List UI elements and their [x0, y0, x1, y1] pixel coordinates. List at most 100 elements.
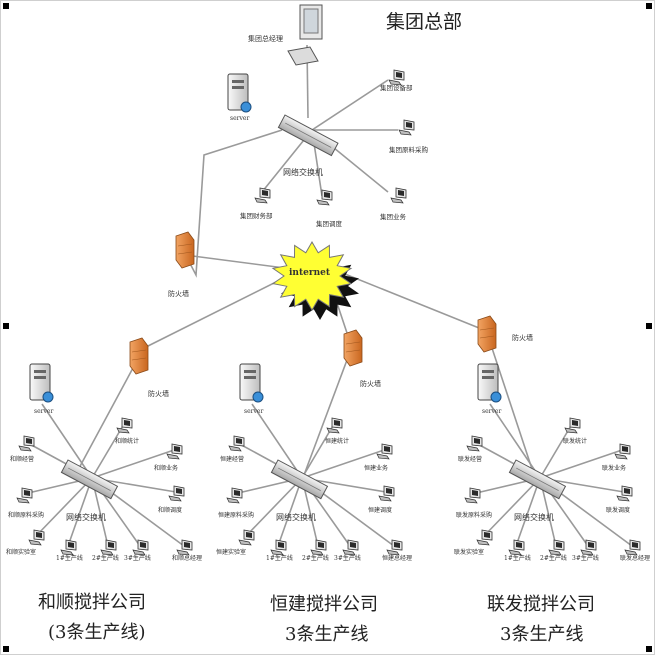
- switch-label: 网络交换机: [514, 512, 554, 522]
- firewall-label-hq: 防火墙: [168, 289, 189, 298]
- company-name-hengjian: 恒建搅拌公司: [270, 594, 378, 615]
- workstation-icon: [176, 539, 193, 556]
- client-label: 3#生产线: [124, 554, 151, 562]
- client-label: 和顺调度: [158, 506, 182, 514]
- resize-handle[interactable]: [646, 3, 652, 9]
- hq-switch-icon: [277, 114, 339, 157]
- client-label: 和顺实验室: [6, 548, 36, 556]
- client-label: 和顺统计: [115, 437, 139, 445]
- workstation-icon: [132, 539, 149, 556]
- hq-monitor-icon: [287, 4, 323, 66]
- workstation-icon: [466, 435, 483, 452]
- workstation-icon: [378, 485, 395, 502]
- client-label: 联发业务: [602, 464, 626, 472]
- company-lines-lianfa: 3条生产线: [500, 624, 583, 645]
- switch-label: 网络交换机: [276, 512, 316, 522]
- workstation-icon: [100, 539, 117, 556]
- client-label: 和顺业务: [154, 464, 178, 472]
- client-label: 联发总经理: [620, 554, 650, 562]
- client-label: 恒建经营: [220, 455, 244, 463]
- hq-title: 集团总部: [386, 11, 462, 33]
- client-label: 和顺总经理: [172, 554, 202, 562]
- workstation-icon: [166, 443, 183, 460]
- company-network: server网络交换机恒建统计恒建经营恒建业务恒建原料采购恒建调度恒建实验室1#…: [216, 363, 412, 562]
- workstation-icon: [270, 539, 287, 556]
- client-label: 联发统计: [563, 437, 587, 445]
- company-lines-heshun: (3条生产线): [48, 622, 146, 643]
- hq-client-label: 集团财务部: [240, 211, 273, 220]
- client-label: 3#生产线: [334, 554, 361, 562]
- client-label: 恒建原料采购: [218, 511, 254, 519]
- client-label: 2#生产线: [540, 554, 567, 562]
- firewall-icon: [477, 315, 497, 353]
- workstation-icon: [228, 435, 245, 452]
- workstation-icon: [342, 539, 359, 556]
- company-name-heshun: 和顺搅拌公司: [38, 592, 146, 613]
- workstation-icon: [316, 189, 333, 206]
- client-label: 恒建统计: [325, 437, 349, 445]
- client-label: 1#生产线: [56, 554, 83, 562]
- firewall-label-lianfa: 防火墙: [512, 333, 533, 342]
- hq-spokes: [261, 79, 398, 197]
- workstation-icon: [388, 69, 405, 86]
- workstation-icon: [386, 539, 403, 556]
- client-label: 3#生产线: [572, 554, 599, 562]
- network-switch-icon: [270, 459, 329, 500]
- hq-client-label: 集团原料采购: [389, 145, 429, 154]
- workstation-icon: [326, 417, 343, 434]
- client-label: 恒建实验室: [216, 548, 246, 556]
- workstation-icon: [116, 417, 133, 434]
- resize-handle[interactable]: [3, 3, 9, 9]
- resize-handle[interactable]: [646, 646, 652, 652]
- workstation-icon: [376, 443, 393, 460]
- hq-switch-label: 网络交换机: [283, 167, 323, 177]
- resize-handle[interactable]: [646, 323, 652, 329]
- client-label: 联发调度: [606, 506, 630, 514]
- workstation-icon: [226, 487, 243, 504]
- workstation-icon: [254, 187, 271, 204]
- hq-gm-label: 集团总经理: [248, 34, 283, 43]
- workstation-icon: [168, 485, 185, 502]
- hq-server-label: server: [230, 115, 249, 122]
- server-icon: [29, 363, 54, 403]
- workstation-icon: [390, 187, 407, 204]
- client-label: 联发原料采购: [456, 511, 492, 519]
- server-icon: [477, 363, 502, 403]
- client-label: 和顺经营: [10, 455, 34, 463]
- network-switch-icon: [508, 459, 567, 500]
- firewall-label-hengjian: 防火墙: [360, 379, 381, 388]
- hq-client-label: 集团调度: [316, 219, 343, 228]
- firewall-icon: [129, 337, 149, 375]
- client-label: 恒建调度: [368, 506, 392, 514]
- client-label: 2#生产线: [92, 554, 119, 562]
- workstation-icon: [624, 539, 641, 556]
- client-label: 恒建业务: [364, 464, 388, 472]
- resize-handle[interactable]: [3, 323, 9, 329]
- workstation-icon: [238, 529, 255, 546]
- workstation-icon: [616, 485, 633, 502]
- company-name-lianfa: 联发搅拌公司: [487, 594, 595, 615]
- workstation-icon: [28, 529, 45, 546]
- internet-cloud-icon: [271, 240, 359, 320]
- workstation-icon: [580, 539, 597, 556]
- network-switch-icon: [60, 459, 119, 500]
- firewalls: [129, 231, 497, 375]
- client-label: 联发实验室: [454, 548, 484, 556]
- workstation-icon: [398, 119, 415, 136]
- server-label: server: [482, 408, 501, 415]
- client-label: 和顺原料采购: [8, 511, 44, 519]
- client-label: 1#生产线: [266, 554, 293, 562]
- workstation-icon: [508, 539, 525, 556]
- company-lines-hengjian: 3条生产线: [285, 624, 368, 645]
- workstation-icon: [18, 435, 35, 452]
- company-network: server网络交换机联发统计联发经营联发业务联发原料采购联发调度联发实验室1#…: [454, 363, 650, 562]
- client-label: 联发经营: [458, 455, 482, 463]
- client-label: 2#生产线: [302, 554, 329, 562]
- workstation-icon: [60, 539, 77, 556]
- workstation-icon: [310, 539, 327, 556]
- server-label: server: [34, 408, 53, 415]
- resize-handle[interactable]: [3, 646, 9, 652]
